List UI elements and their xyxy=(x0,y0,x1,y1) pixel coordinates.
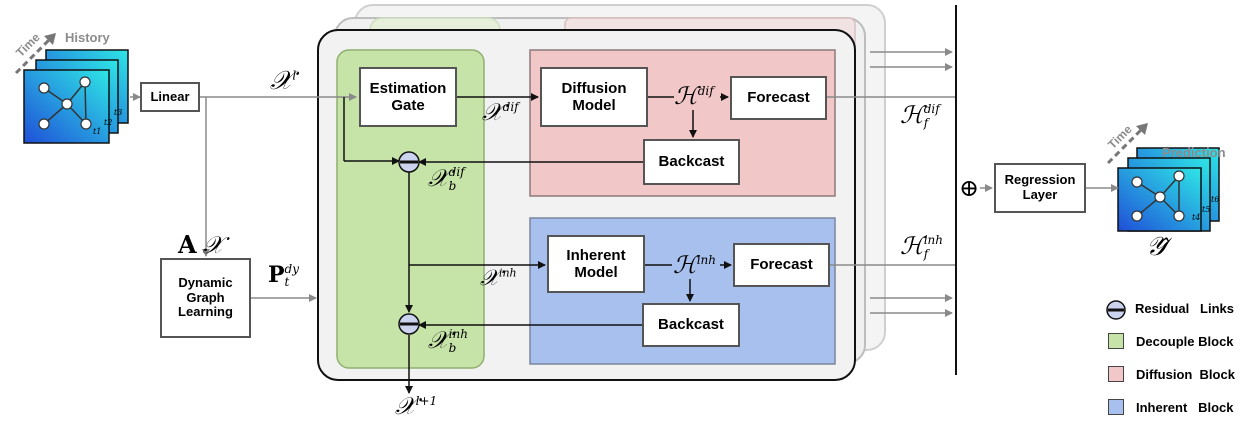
legend-decouple-block: Decouple Block xyxy=(1108,333,1234,349)
t6-tag: t6 xyxy=(1211,195,1220,204)
diffusion-model-block: Diffusion Model xyxy=(540,67,648,127)
backcast-inherent-label: Backcast xyxy=(658,316,724,334)
time-arrow-right xyxy=(1106,127,1144,165)
legend-inherent-block: Inherent Block xyxy=(1108,399,1234,415)
forecast-inherent-label: Forecast xyxy=(750,256,813,274)
decouple-block xyxy=(336,49,485,369)
time-arrow-left xyxy=(14,37,52,75)
legend-decouple-label: Decouple Block xyxy=(1136,333,1234,349)
backcast-diffusion-label: Backcast xyxy=(658,153,725,171)
legend-diffusion-label: Diffusion Block xyxy=(1136,366,1235,382)
decouple-swatch xyxy=(1108,333,1124,349)
forecast-diffusion-label: Forecast xyxy=(747,89,810,107)
regression-layer-label: Regression Layer xyxy=(1004,172,1076,202)
prediction-cubes xyxy=(1117,147,1220,232)
forecast-diffusion-block: Forecast xyxy=(730,76,827,120)
legend-inherent-label: Inherent Block xyxy=(1136,399,1234,415)
inherent-model-label: Inherent Model xyxy=(566,246,626,281)
history-cubes xyxy=(23,49,129,144)
t3-tag: t3 xyxy=(114,108,123,117)
x-dif-label: 𝒳dif xyxy=(482,98,519,126)
t4-tag: t4 xyxy=(1192,213,1201,222)
oplus-icon: ⊕ xyxy=(959,174,980,202)
linear-label: Linear xyxy=(150,88,190,104)
t2-tag: t2 xyxy=(104,118,113,127)
legend-diffusion-block: Diffusion Block xyxy=(1108,366,1235,382)
residual-link-bottom xyxy=(398,313,420,335)
backcast-diffusion-block: Backcast xyxy=(643,139,740,185)
t1-tag: t1 xyxy=(93,127,102,136)
legend-residual-links: Residual Links xyxy=(1135,301,1234,316)
x-l-label: 𝒳l xyxy=(270,66,297,96)
h-inh-label: ℋinh xyxy=(673,251,717,279)
inherent-swatch xyxy=(1108,399,1124,415)
diffusion-swatch xyxy=(1108,366,1124,382)
h-dif-label: ℋdif xyxy=(674,82,714,110)
estimation-gate-label: Estimation Gate xyxy=(369,79,447,114)
t5-tag: t5 xyxy=(1202,205,1211,214)
history-label: History xyxy=(65,30,110,45)
regression-layer-block: Regression Layer xyxy=(994,163,1086,213)
x-inh-label: 𝒳inh xyxy=(480,266,517,291)
backcast-inherent-block: Backcast xyxy=(642,303,740,347)
y-hat-label: 𝒴̂ xyxy=(1146,232,1167,262)
linear-block: Linear xyxy=(140,82,200,112)
estimation-gate-block: Estimation Gate xyxy=(359,67,457,127)
forecast-inherent-block: Forecast xyxy=(733,243,830,287)
diffusion-model-label: Diffusion Model xyxy=(561,79,627,114)
inherent-model-block: Inherent Model xyxy=(547,235,645,293)
dynamic-graph-label: Dynamic Graph Learning xyxy=(178,274,233,320)
x-next-label: 𝒳l+1 xyxy=(395,392,438,420)
legend-residual-label: Residual Links xyxy=(1135,301,1234,316)
prediction-label: Prediction xyxy=(1162,145,1226,160)
legend-residual-icon xyxy=(1106,300,1126,320)
dynamic-graph-learning-block: Dynamic Graph Learning xyxy=(160,258,251,338)
residual-link-top xyxy=(398,151,420,173)
